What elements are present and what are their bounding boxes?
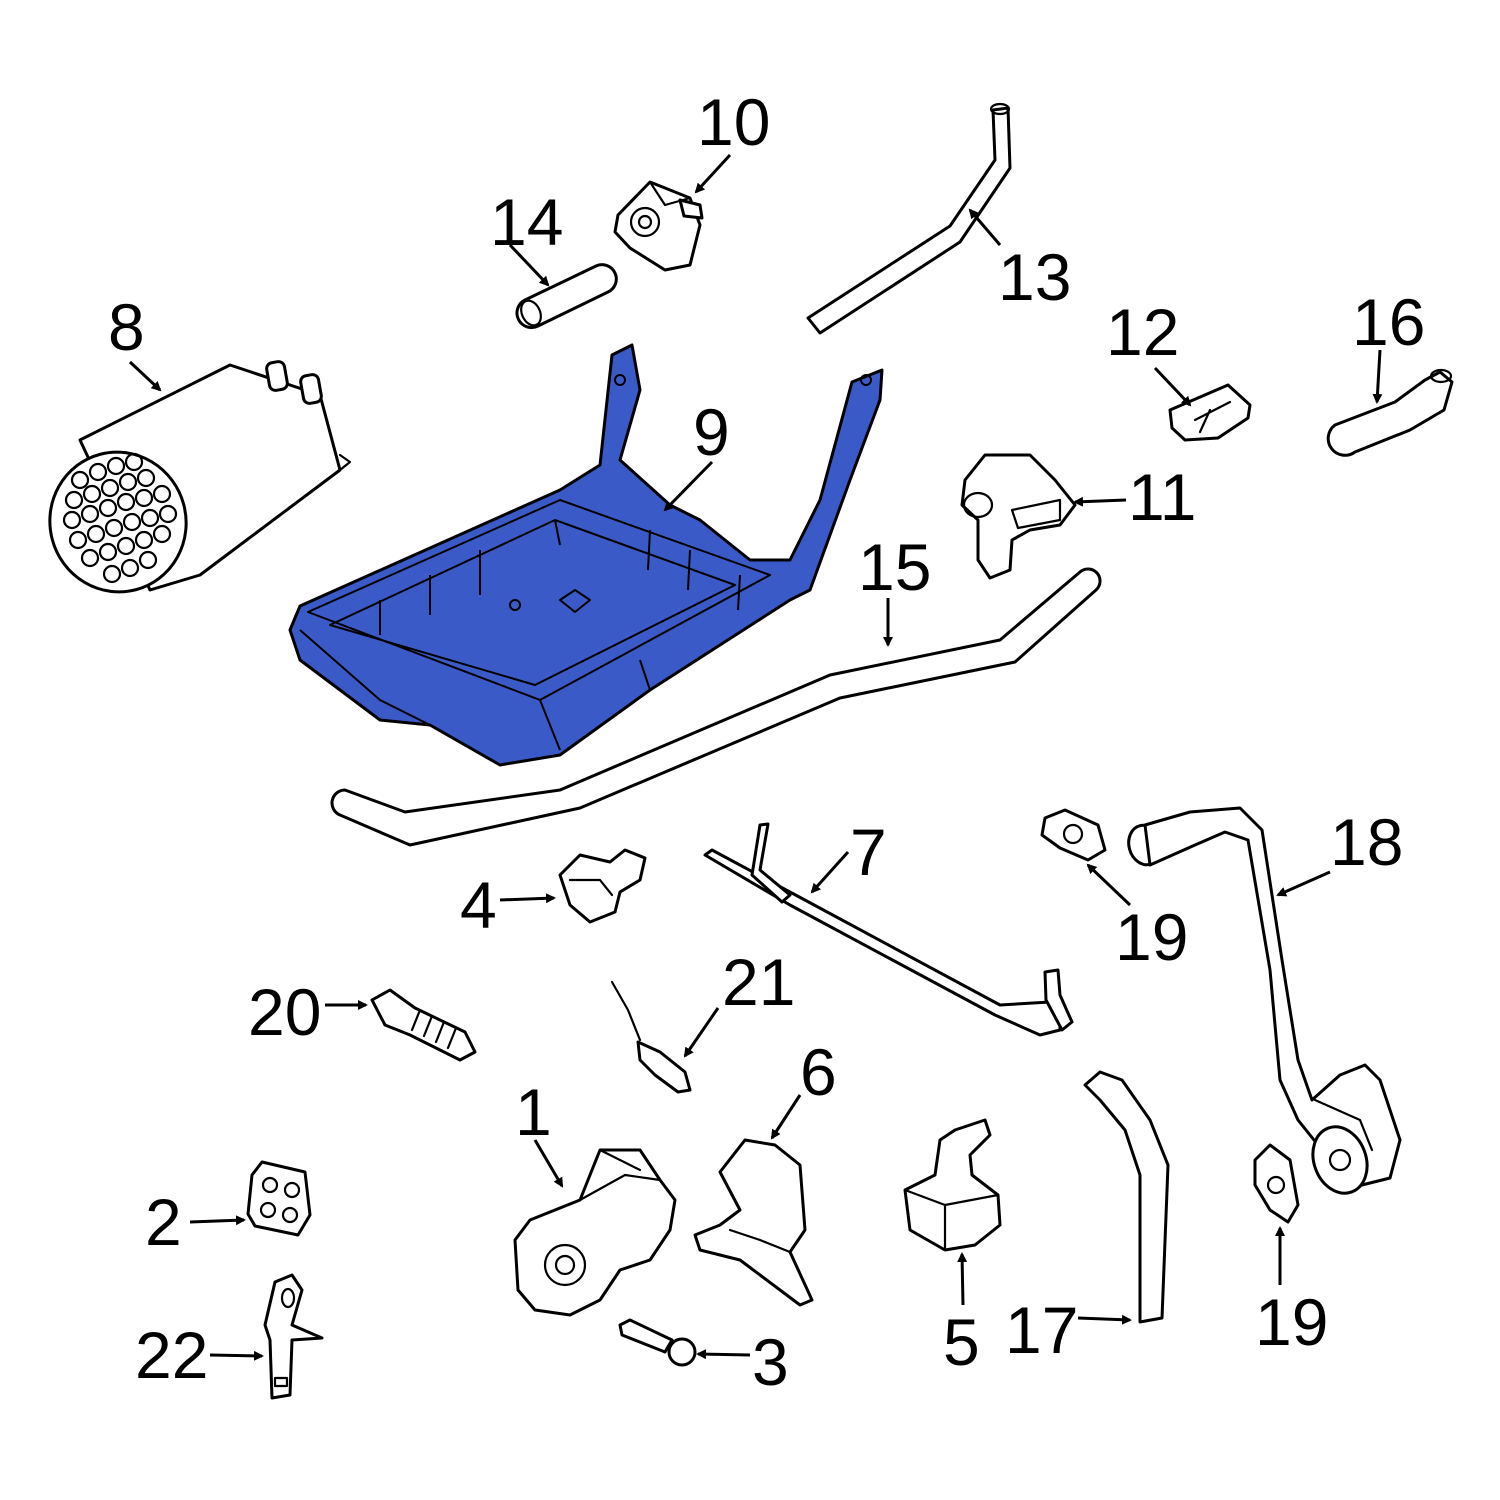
callout-12: 12 [1106,295,1179,369]
part-17-hose[interactable] [1083,1070,1170,1324]
callout-20: 20 [248,975,321,1049]
part-6-bracket[interactable] [693,1138,814,1307]
leader-5 [957,1252,968,1306]
part-9-hole [509,599,521,611]
part-2-gasket[interactable] [246,1160,312,1237]
part-8-honeycomb [62,452,178,584]
part-9-fill [288,343,884,767]
leader-13 [968,208,1002,246]
leader-14 [508,243,550,287]
part-9-tray[interactable] [288,343,884,767]
part-11-valve[interactable] [960,453,1077,580]
part-8-canister[interactable] [34,360,352,608]
part-18-pipe[interactable] [1124,806,1402,1201]
callout-22: 22 [135,1318,208,1392]
callout-11: 11 [1128,460,1197,534]
callout-labels: 1 2 3 4 5 6 7 8 9 10 11 12 13 14 15 16 1… [108,85,1425,1399]
part-9-ribs [379,519,741,635]
leader-3 [696,1349,751,1360]
leader-12 [1153,366,1192,407]
part-15-hose[interactable] [330,567,1102,847]
leader-22 [209,1350,264,1361]
part-14-tube[interactable] [515,263,618,330]
callout-18: 18 [1330,805,1403,879]
part-12-bracket[interactable] [1168,383,1252,442]
part-9-bracket-hole-right [860,374,872,386]
leader-18 [1276,870,1331,897]
leader-10 [694,153,732,194]
callout-9: 9 [693,395,730,469]
part-5-solenoid[interactable] [903,1118,1002,1252]
part-21-sensor[interactable] [610,980,692,1094]
leader-7 [810,850,850,894]
part-10-sensor[interactable] [613,180,704,272]
part-16-hose[interactable] [1326,368,1454,457]
callout-3: 3 [752,1325,789,1399]
part-19-gasket-lower[interactable] [1253,1143,1300,1224]
part-4-sensor[interactable] [558,848,647,924]
leader-8 [128,360,162,392]
callout-7: 7 [850,815,887,889]
callout-15: 15 [858,530,931,604]
leader-11 [1073,496,1127,507]
callout-21: 21 [722,945,795,1019]
callout-4: 4 [460,868,497,942]
part-20-bolt[interactable] [370,988,477,1062]
callout-10: 10 [697,85,770,159]
callout-14: 14 [490,185,563,259]
part-9-inner-rim [307,499,771,701]
leader-arrows [128,153,1383,1361]
leader-19-upper [1086,863,1132,907]
leader-9 [663,460,714,512]
callout-1: 1 [515,1075,552,1149]
part-9-bracket-hole-left [614,374,626,386]
leader-21 [683,1007,720,1058]
leader-2 [189,1215,246,1226]
callout-8: 8 [108,290,145,364]
leader-1 [533,1139,564,1188]
part-3-screw[interactable] [618,1318,697,1367]
callout-16: 16 [1352,285,1425,359]
part-9-front-wall [299,629,651,751]
leader-4 [499,893,556,904]
leader-17 [1077,1314,1132,1325]
part-7-rod[interactable] [703,822,1074,1037]
callout-17: 17 [1005,1293,1078,1367]
callout-2: 2 [145,1185,182,1259]
callout-19-upper: 19 [1115,900,1188,974]
part-19-gasket-upper[interactable] [1040,808,1107,862]
leader-16 [1372,349,1383,404]
callout-5: 5 [943,1305,980,1379]
part-22-clip[interactable] [263,1273,324,1400]
leader-6 [770,1094,802,1140]
part-13-hose[interactable] [806,102,1012,335]
callout-19-lower: 19 [1255,1285,1328,1359]
callout-6: 6 [800,1035,837,1109]
part-1-throttle[interactable] [513,1148,677,1317]
callout-13: 13 [998,240,1071,314]
